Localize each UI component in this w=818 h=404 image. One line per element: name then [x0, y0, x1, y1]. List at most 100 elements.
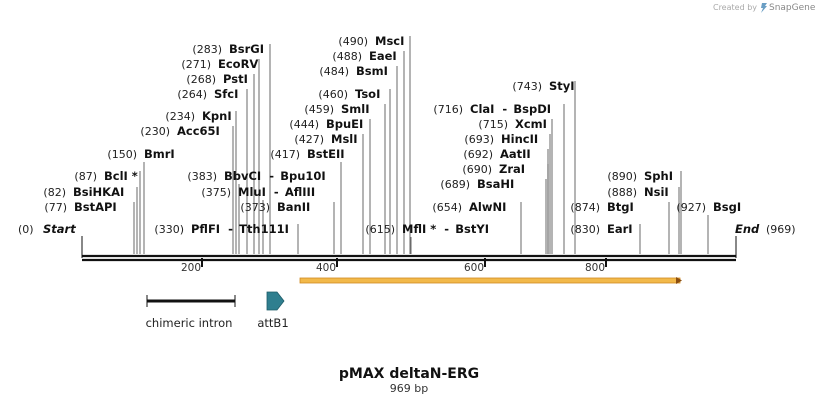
site-name: BsaHI [477, 177, 514, 191]
site-mfli[interactable]: (615)MflI *-BstYI [365, 222, 489, 254]
site-name: BtgI [607, 200, 634, 214]
feature-attb1[interactable]: attB1 [257, 291, 289, 330]
restriction-site-labels: (77) BstAPI(82)BsiHKAI(87)BclI * (150) BmrI… [43, 34, 741, 254]
site-eari[interactable]: (830) EarI [570, 222, 641, 254]
site-bbvci[interactable]: (383)BbvCI-Bpu10I [187, 169, 326, 254]
site-name: Acc65I [177, 124, 220, 138]
credit-prefix: Created by [713, 3, 757, 12]
site-btgi[interactable]: (874)BtgI [570, 200, 670, 254]
site-tsoi[interactable]: (460)TsoI [318, 87, 391, 254]
site-separator: - [444, 222, 449, 236]
site-position: (830) [570, 223, 600, 236]
site-bmri[interactable]: (150) BmrI [107, 147, 175, 254]
map-subtitle: 969 bp [390, 382, 428, 395]
site-xcmi[interactable]: (715)XcmI [478, 117, 553, 254]
end-label: End [735, 222, 760, 236]
site-name: ClaI [470, 102, 494, 116]
site-position: (716) [433, 103, 463, 116]
site-name-isoschizomer: BstYI [455, 222, 489, 236]
site-position: (417) [270, 148, 300, 161]
site-position: (264) [177, 88, 207, 101]
site-sfci[interactable]: (264) SfcI [177, 87, 248, 254]
site-position: (743) [512, 80, 542, 93]
site-position: (459) [304, 103, 334, 116]
site-position: (927) [676, 201, 706, 214]
site-bsrgi[interactable]: (283) BsrGI [192, 42, 271, 254]
site-name: BpuEI [326, 117, 363, 131]
site-sphi[interactable]: (890) SphI [607, 169, 682, 254]
site-position: (234) [165, 110, 195, 123]
site-name: SphI [644, 169, 673, 183]
site-name: SfcI [214, 87, 238, 101]
site-name: TsoI [355, 87, 380, 101]
site-position: (890) [607, 170, 637, 183]
site-bsihkai[interactable]: (82)BsiHKAI [43, 185, 138, 254]
axis-tick-label: 400 [316, 262, 336, 274]
site-position: (271) [181, 58, 211, 71]
site-nsii[interactable]: (888)NsiI [607, 185, 680, 254]
site-name: BanII [277, 200, 310, 214]
site-name: BmrI [144, 147, 175, 161]
start-label: Start [43, 222, 76, 236]
site-name: BsrGI [229, 42, 264, 56]
site-ecorv[interactable]: (271)EcoRV [181, 57, 260, 254]
site-kpni[interactable]: (234)KpnI [165, 109, 237, 254]
site-name: SmlI [341, 102, 370, 116]
axis-tick-label: 800 [585, 262, 605, 274]
site-name: MslI [331, 132, 358, 146]
site-clai[interactable]: (716)ClaI-BspDI [433, 102, 565, 254]
site-msli[interactable]: (427) MslI [294, 132, 364, 254]
site-name-isoschizomer: AflIII [285, 185, 315, 199]
site-bsahi[interactable]: (689) BsaHI [440, 177, 547, 254]
feature-orf[interactable] [299, 277, 682, 284]
site-bstapi[interactable]: (77) BstAPI [44, 200, 135, 254]
site-name: XcmI [515, 117, 547, 131]
site-smli[interactable]: (459) SmlI [304, 102, 386, 254]
site-mlui[interactable]: (375)MluI-AflIII [201, 185, 315, 254]
site-name: BsmI [356, 64, 388, 78]
site-position: (230) [140, 125, 170, 138]
site-position: (77) [44, 201, 67, 214]
site-position: (383) [187, 170, 217, 183]
site-bsgi[interactable]: (927)BsgI [676, 200, 741, 254]
site-name: HincII [501, 132, 538, 146]
site-position: (375) [201, 186, 231, 199]
site-pflfi[interactable]: (330)PflFI-Tth111I [154, 222, 299, 254]
site-msci[interactable]: (490)MscI [338, 34, 411, 254]
snapgene-credit: Created by SnapGene [713, 3, 816, 13]
site-position: (427) [294, 133, 324, 146]
site-alwni[interactable]: (654)AlwNI [432, 200, 522, 254]
site-bpuei[interactable]: (444)BpuEI [289, 117, 371, 254]
site-position: (654) [432, 201, 462, 214]
site-bcli[interactable]: (87)BclI * [74, 169, 141, 254]
site-position: (690) [462, 163, 492, 176]
site-name: MflI * [402, 222, 436, 236]
site-styi[interactable]: (743)StyI [512, 79, 576, 254]
site-name: BbvCI [224, 169, 261, 183]
start-position: (0) [18, 223, 34, 236]
site-position: (150) [107, 148, 137, 161]
attb1-arrow-icon [266, 291, 285, 311]
feature-label-attb1: attB1 [257, 316, 288, 330]
site-name: BstAPI [74, 200, 117, 214]
axis-tick-label: 200 [181, 262, 201, 274]
site-position: (689) [440, 178, 470, 191]
site-position: (268) [186, 73, 216, 86]
map-title: pMAX deltaN-ERG [339, 366, 479, 382]
site-name: PflFI [191, 222, 220, 236]
site-eaei[interactable]: (488)EaeI [332, 49, 405, 254]
site-position: (283) [192, 43, 222, 56]
site-position: (490) [338, 35, 368, 48]
site-name: BsiHKAI [73, 185, 124, 199]
site-bsteii[interactable]: (417)BstEII [270, 147, 345, 254]
orf-arrowhead-icon [676, 277, 682, 284]
site-name: EarI [607, 222, 633, 236]
site-bsmi[interactable]: (484)BsmI [319, 64, 398, 254]
site-psti[interactable]: (268)PstI [186, 72, 255, 254]
site-acc65i[interactable]: (230) Acc65I [140, 124, 234, 254]
site-hincii[interactable]: (693)HincII [464, 132, 551, 254]
feature-chimeric-intron[interactable]: chimeric intron [146, 295, 236, 330]
feature-track: chimeric intron attB1 [146, 277, 682, 330]
site-aatii[interactable]: (692)AatII [463, 147, 549, 254]
